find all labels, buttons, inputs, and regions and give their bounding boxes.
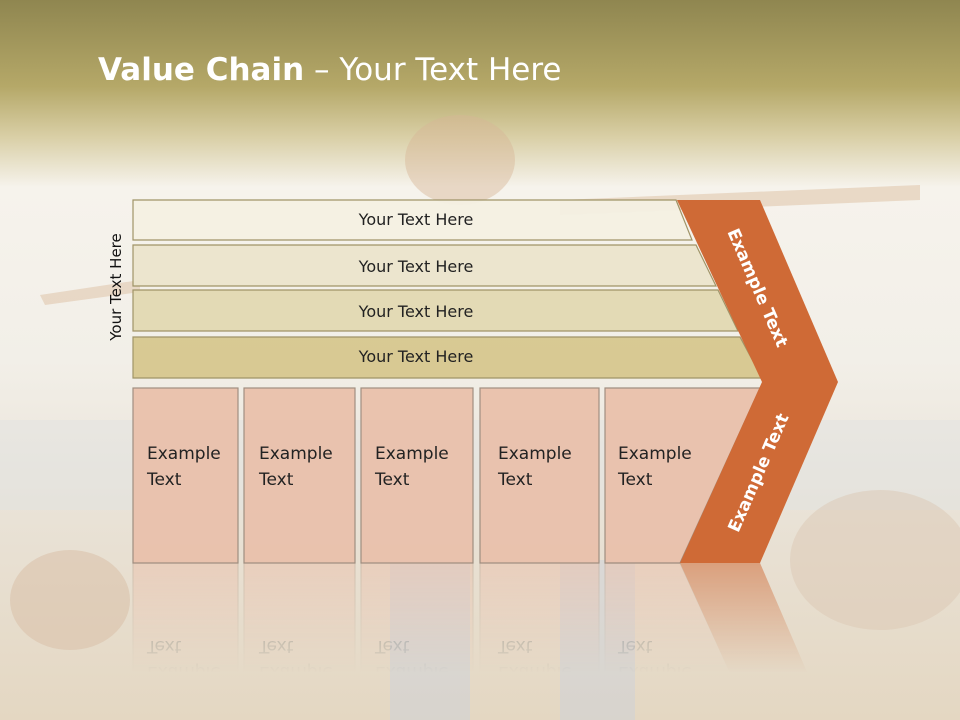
reflection-text: Example — [618, 662, 692, 682]
cell-4 — [479, 387, 600, 564]
reflection-text: Example — [375, 662, 449, 682]
cell-5-line1: Example — [618, 444, 692, 464]
reflection: Example Text Example Text Example Text E… — [132, 562, 828, 720]
cell-2-line1: Example — [259, 444, 333, 464]
title-bold: Value Chain — [98, 52, 305, 88]
cell-4-line1: Example — [498, 444, 572, 464]
reflection-text: Example — [259, 662, 333, 682]
reflection-text: Example — [498, 662, 572, 682]
cell-2-line2: Text — [258, 470, 294, 490]
bar-2 — [132, 244, 717, 287]
title-rest: – Your Text Here — [304, 52, 562, 88]
cell-4-line2: Text — [497, 470, 533, 490]
cell-3 — [360, 387, 474, 564]
bar-2-label: Your Text Here — [358, 257, 474, 276]
reflection-text: Text — [617, 636, 653, 656]
cell-3-line1: Example — [375, 444, 449, 464]
reflection-text: Text — [374, 636, 410, 656]
cell-2 — [243, 387, 356, 564]
bar-1 — [132, 199, 693, 241]
chevron-lower — [680, 382, 838, 563]
cell-1-line1: Example — [147, 444, 221, 464]
reflection-text: Text — [258, 636, 294, 656]
bar-3 — [132, 289, 739, 332]
chevron-upper — [677, 200, 838, 382]
cell-5-line2: Text — [617, 470, 653, 490]
bar-3-label: Your Text Here — [358, 302, 474, 321]
cell-3-line2: Text — [374, 470, 410, 490]
slide-title: Value Chain – Your Text Here — [98, 52, 561, 88]
reflection-text: Text — [146, 636, 182, 656]
bar-4-label: Your Text Here — [358, 347, 474, 366]
reflection-text: Example — [147, 662, 221, 682]
reflection-text: Text — [497, 636, 533, 656]
bar-1-label: Your Text Here — [358, 210, 474, 229]
cell-1 — [132, 387, 239, 564]
cell-1-line2: Text — [146, 470, 182, 490]
